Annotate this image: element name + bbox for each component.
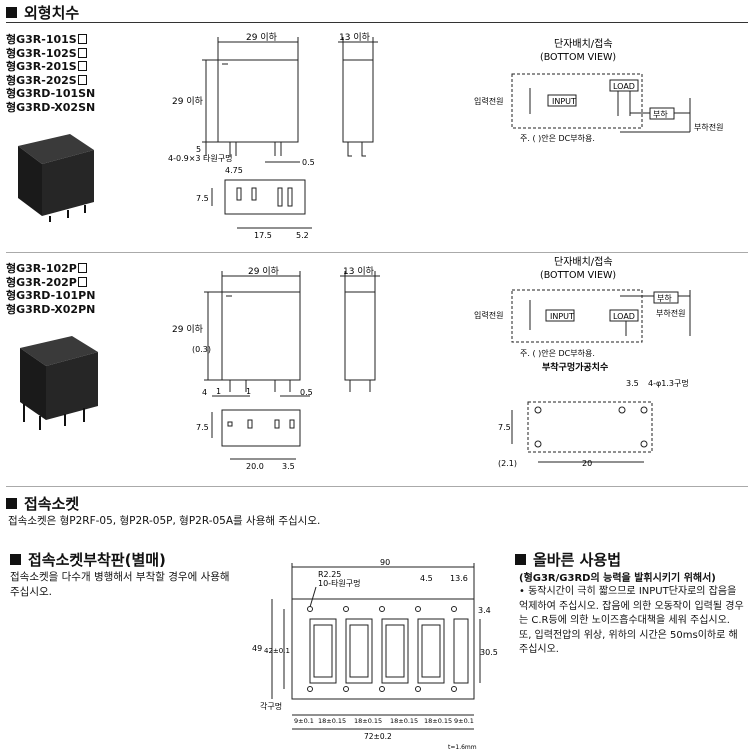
svg-text:17.5: 17.5: [254, 231, 272, 240]
svg-text:LOAD: LOAD: [613, 82, 635, 91]
svg-text:5: 5: [196, 145, 201, 154]
square-bullet-icon: [6, 498, 17, 509]
dimension-drawing-2: 29 이하 13 이하 29 이하 (0.3) 4 1 1 0.5 7.5 20…: [172, 266, 380, 471]
svg-text:1: 1: [246, 387, 251, 396]
svg-text:29 이하: 29 이하: [248, 266, 280, 277]
svg-text:주. ( )안은 DC부하용.: 주. ( )안은 DC부하용.: [520, 348, 595, 358]
svg-text:부착구멍가공치수: 부착구멍가공치수: [542, 361, 608, 373]
square-bullet-icon: [6, 7, 17, 18]
model-item: 형G3R-102P: [6, 262, 95, 276]
svg-text:20.0: 20.0: [246, 462, 264, 471]
usage-subtitle: (형G3R/G3RD의 능력을 발휘시키기 위해서): [519, 573, 716, 584]
svg-text:부하: 부하: [653, 109, 668, 119]
svg-text:29 이하: 29 이하: [246, 32, 278, 43]
svg-text:4.5: 4.5: [420, 574, 433, 583]
svg-text:13.6: 13.6: [450, 574, 468, 583]
svg-text:4-0.9×3 타원구멍: 4-0.9×3 타원구멍: [168, 153, 232, 163]
svg-text:부하전원: 부하전원: [694, 122, 723, 132]
mounting-hole-drawing: 부착구멍가공치수 4-φ1.3구멍 3.5 7.5 (2.1) 20: [498, 361, 688, 468]
svg-text:4-φ1.3구멍: 4-φ1.3구멍: [648, 378, 688, 388]
dimension-drawing-1: 29 이하 13 이하 29 이하 5 4-0.9×3 타원구멍 4.75 0.…: [168, 32, 378, 240]
svg-text:단자배치/접속: 단자배치/접속: [554, 256, 613, 268]
svg-text:42±0.1: 42±0.1: [264, 647, 290, 655]
section-title-usage: 올바른 사용법: [515, 549, 621, 570]
svg-text:7.5: 7.5: [196, 423, 209, 432]
svg-text:7.5: 7.5: [196, 194, 209, 203]
svg-text:1: 1: [216, 387, 221, 396]
socket-mount-text: 접속소켓을 다수개 병행해서 부착할 경우에 사용해 주십시오.: [10, 571, 230, 598]
svg-text:29 이하: 29 이하: [172, 96, 204, 107]
svg-text:INPUT: INPUT: [550, 312, 574, 321]
svg-text:R2.25: R2.25: [318, 570, 341, 579]
section-title-dimensions: 외형치수: [6, 2, 79, 23]
svg-text:t=1.6mm: t=1.6mm: [448, 744, 477, 751]
model-item: 형G3RD-101SN: [6, 87, 96, 100]
svg-text:LOAD: LOAD: [613, 312, 635, 321]
svg-text:(BOTTOM VIEW): (BOTTOM VIEW): [540, 270, 616, 281]
svg-text:4.75: 4.75: [225, 166, 243, 175]
svg-text:(0.3): (0.3): [192, 345, 211, 354]
model-item: 형G3RD-101PN: [6, 289, 96, 302]
divider: [6, 22, 748, 23]
svg-text:부하: 부하: [657, 293, 672, 303]
svg-text:입력전원: 입력전원: [474, 96, 503, 106]
square-bullet-icon: [515, 554, 526, 565]
svg-text:각구멍: 각구멍: [260, 701, 282, 711]
svg-text:18±0.15: 18±0.15: [390, 717, 418, 725]
svg-text:(BOTTOM VIEW): (BOTTOM VIEW): [540, 52, 616, 63]
model-item: 형G3R-201S: [6, 60, 95, 74]
svg-text:20: 20: [582, 459, 592, 468]
svg-text:단자배치/접속: 단자배치/접속: [554, 38, 613, 50]
svg-text:30.5: 30.5: [480, 648, 498, 657]
svg-text:입력전원: 입력전원: [474, 310, 503, 320]
section-title-socket: 접속소켓: [6, 493, 79, 514]
svg-text:(2.1): (2.1): [498, 459, 517, 468]
svg-text:부하전원: 부하전원: [656, 308, 685, 318]
usage-text: • 동작시간이 극히 짧으므로 INPUT단자로의 잡음을 억제하여 주십시오.…: [519, 586, 744, 655]
model-list-1: 형G3R-101S 형G3R-102S 형G3R-201S 형G3R-202S …: [6, 33, 95, 114]
model-item: 형G3RD-X02SN: [6, 100, 96, 114]
svg-text:7.5: 7.5: [498, 423, 511, 432]
divider: [6, 252, 748, 253]
model-item: 형G3RD-X02PN: [6, 302, 96, 316]
svg-text:29 이하: 29 이하: [172, 324, 204, 335]
svg-text:4: 4: [202, 388, 207, 397]
svg-text:13 이하: 13 이하: [339, 32, 371, 43]
model-item: 형G3R-202S: [6, 74, 95, 88]
square-bullet-icon: [10, 554, 21, 565]
svg-text:18±0.15: 18±0.15: [354, 717, 382, 725]
svg-text:0.5: 0.5: [300, 388, 313, 397]
svg-text:13 이하: 13 이하: [343, 266, 375, 277]
terminal-diagram-2: 단자배치/접속 (BOTTOM VIEW) INPUT LOAD 부하 입력전원…: [474, 256, 691, 358]
model-list-2: 형G3R-102P 형G3R-202P 형G3RD-101PN 형G3RD-X0…: [6, 262, 95, 316]
socket-text: 접속소켓은 형P2RF-05, 형P2R-05P, 형P2R-05A를 사용해 …: [8, 515, 321, 527]
svg-text:9±0.1: 9±0.1: [454, 717, 474, 725]
svg-text:3.4: 3.4: [478, 606, 491, 615]
svg-text:18±0.15: 18±0.15: [424, 717, 452, 725]
svg-text:3.5: 3.5: [282, 462, 295, 471]
svg-text:3.5: 3.5: [626, 379, 639, 388]
relay-photo-1: [18, 134, 94, 222]
svg-text:5.2: 5.2: [296, 231, 309, 240]
svg-text:10-타원구멍: 10-타원구멍: [318, 578, 361, 588]
terminal-diagram-1: 단자배치/접속 (BOTTOM VIEW) INPUT LOAD 부하 입력전원…: [474, 38, 723, 143]
model-item: 형G3R-101S: [6, 33, 95, 47]
svg-text:90: 90: [380, 558, 390, 567]
section-title-socket-mount: 접속소켓부착판(별매): [10, 549, 166, 570]
mount-plate-drawing: 90 R2.25 10-타원구멍 4.5 13.6 3.4 49 42±0.1 …: [252, 558, 498, 751]
svg-text:9±0.1: 9±0.1: [294, 717, 314, 725]
relay-photo-2: [20, 336, 98, 430]
divider: [6, 486, 748, 487]
svg-text:0.5: 0.5: [302, 158, 315, 167]
model-item: 형G3R-202P: [6, 276, 95, 290]
svg-text:72±0.2: 72±0.2: [364, 732, 392, 741]
model-item: 형G3R-102S: [6, 47, 95, 61]
svg-text:18±0.15: 18±0.15: [318, 717, 346, 725]
svg-text:주. ( )안은 DC부하용.: 주. ( )안은 DC부하용.: [520, 133, 595, 143]
svg-text:INPUT: INPUT: [552, 97, 576, 106]
svg-text:49: 49: [252, 644, 262, 653]
